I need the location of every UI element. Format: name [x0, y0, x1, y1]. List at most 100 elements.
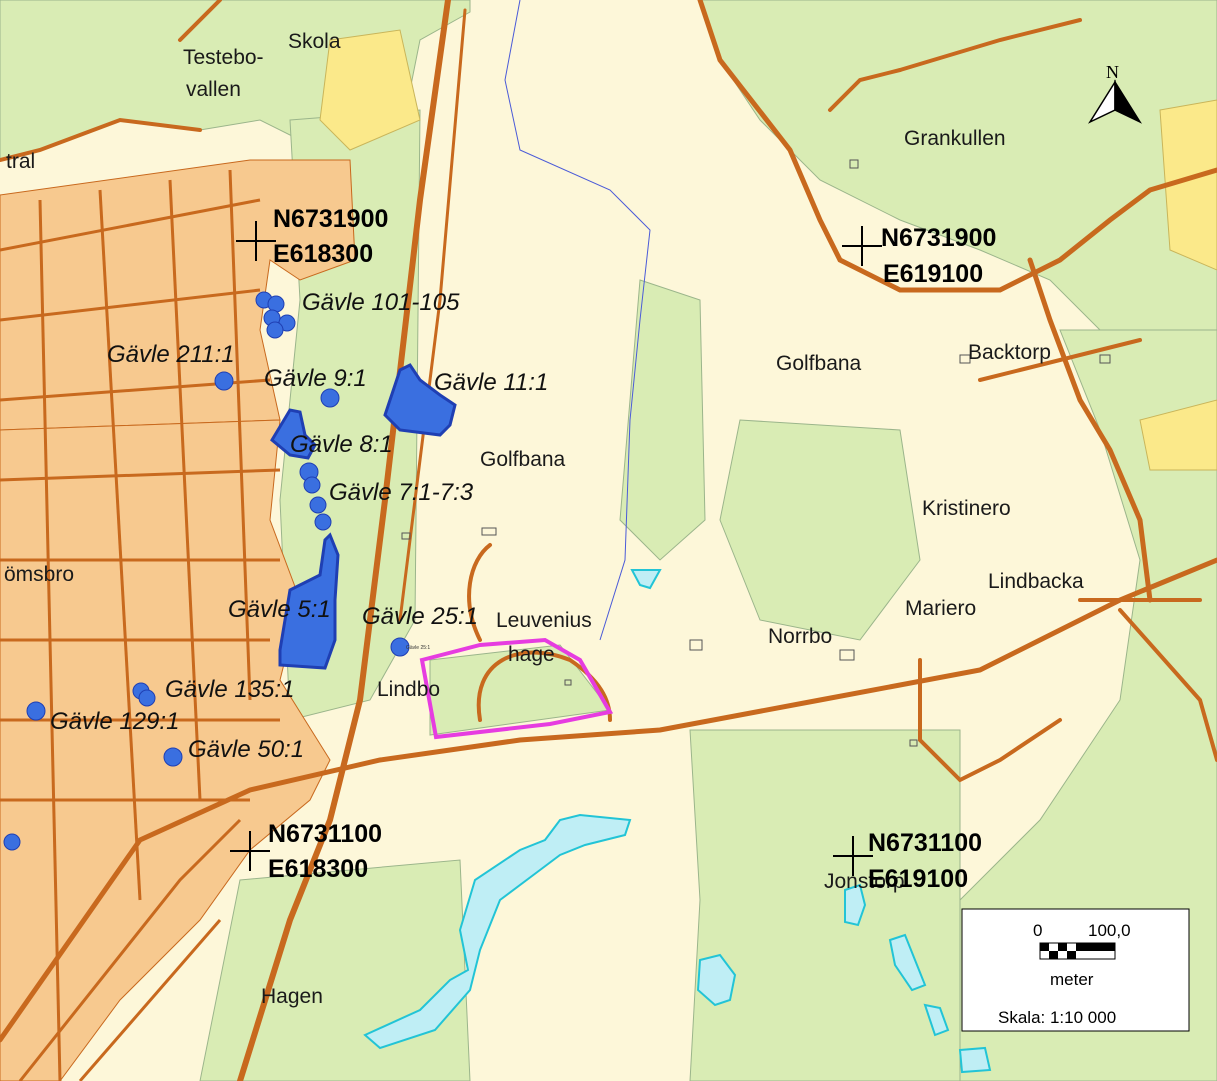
pond-east-2	[923, 1003, 950, 1037]
coordinate-cross-sw	[230, 831, 270, 871]
road-east-west	[0, 557, 1217, 1043]
building	[959, 354, 971, 364]
place-label-golfbana-mid: Golfbana	[480, 448, 566, 471]
site-label-g211: Gävle 211:1	[107, 341, 235, 368]
buildings	[401, 159, 1111, 747]
place-label-lindbo: Lindbo	[377, 678, 440, 701]
road-hage-arc	[476, 650, 612, 722]
scale-bar-ratio: Skala: 1:10 000	[998, 1008, 1116, 1027]
place-label-tral: tral	[6, 150, 35, 173]
pond-east-3	[958, 1046, 992, 1074]
scale-bar: 0 100,0 meter Skala: 1:10 000	[961, 908, 1190, 1032]
building	[481, 527, 497, 536]
urban-block-main	[0, 419, 331, 1081]
north-arrow-label: N	[1106, 62, 1119, 82]
street-v4	[228, 169, 252, 701]
pond-jonstorp	[844, 883, 867, 927]
place-label-omsbro: ömsbro	[4, 563, 74, 586]
place-labels: Skola Testebo- vallen tral Grankullen Go…	[4, 30, 1084, 1008]
place-label-skola: Skola	[288, 30, 341, 53]
site-points	[3, 291, 410, 851]
site-label-g7: Gävle 7:1-7:3	[329, 479, 474, 506]
coordinate-n-sw: N6731100	[268, 820, 382, 848]
street-diag-1	[18, 818, 242, 1081]
site-label-g101: Gävle 101-105	[302, 289, 460, 316]
place-label-grankullen: Grankullen	[904, 127, 1006, 150]
forest-south-west	[199, 859, 471, 1081]
road-hage-spur	[467, 543, 492, 642]
building	[839, 649, 855, 661]
scale-bar-zero: 0	[1033, 921, 1042, 940]
road-jonstorp	[1118, 608, 1217, 762]
street-v3	[168, 179, 202, 801]
road-main-2	[398, 8, 467, 622]
pond-golf	[630, 569, 662, 590]
open-patch-east	[1159, 99, 1217, 271]
place-label-jonstorp: Jonstorp	[824, 870, 905, 893]
road-east-loop	[1027, 257, 1153, 603]
site-label-g135: Gävle 135:1	[165, 676, 294, 703]
pond-east-1	[888, 933, 927, 992]
building	[849, 159, 859, 169]
coordinate-markers: N6731900 E618300 N6731900 E619100 N67311…	[230, 205, 996, 893]
urban-streets	[0, 169, 281, 1081]
site-polygon-5	[278, 532, 340, 670]
place-label-norrbo: Norrbo	[768, 625, 832, 648]
site-polygon-8	[270, 408, 317, 460]
coordinate-e-se: E619100	[868, 865, 968, 893]
north-arrow-icon: N	[1087, 62, 1143, 124]
scale-bar-box	[961, 908, 1190, 1032]
scale-bar-max: 100,0	[1088, 921, 1131, 940]
coordinate-n-ne: N6731900	[881, 224, 996, 252]
coordinate-n-nw: N6731900	[273, 205, 388, 233]
place-label-leuvenius: Leuvenius	[496, 609, 592, 632]
site-polygon-11	[383, 363, 457, 437]
scale-bar-unit: meter	[1050, 970, 1094, 989]
scale-bar-graphic	[1039, 942, 1116, 960]
site-point	[163, 747, 183, 767]
building	[1099, 354, 1111, 364]
site-label-g8: Gävle 8:1	[290, 431, 393, 458]
site-label-g25: Gävle 25:1	[362, 603, 478, 630]
site-label-g11: Gävle 11:1	[434, 369, 548, 396]
open-patch-east-2	[1139, 399, 1217, 471]
site-polygons	[270, 363, 457, 670]
tiny-site-tag: Gävle 25:1	[406, 645, 430, 651]
place-label-testebo: Testebo-	[183, 46, 264, 69]
site-point	[309, 496, 327, 514]
road-granspur	[828, 68, 902, 112]
site-label-g129: Gävle 129:1	[50, 708, 179, 735]
road-main-north-south	[237, 0, 451, 1081]
pond-middle	[696, 953, 737, 1007]
building	[401, 532, 411, 540]
forest-east	[959, 329, 1217, 1081]
road-north-east-spur	[898, 18, 1082, 72]
street-v2	[98, 189, 142, 901]
coordinate-cross-nw	[236, 221, 276, 261]
place-label-golfbana-east: Golfbana	[776, 352, 862, 375]
building	[909, 739, 918, 747]
road-north-arc	[697, 0, 1217, 293]
place-label-hage: hage	[508, 643, 555, 666]
coordinate-e-ne: E619100	[883, 260, 983, 288]
forest-patch-golf	[719, 419, 921, 641]
site-label-g5: Gävle 5:1	[228, 596, 331, 623]
site-label-g9: Gävle 9:1	[264, 365, 367, 392]
open-patches	[319, 29, 1217, 471]
urban-area	[0, 159, 356, 1081]
site-point	[3, 833, 21, 851]
place-label-hagen: Hagen	[261, 985, 323, 1008]
forest-south-middle	[689, 729, 961, 1081]
coordinate-e-sw: E618300	[268, 855, 368, 883]
site-point	[26, 701, 46, 721]
building	[564, 679, 572, 686]
building	[689, 639, 703, 651]
forest-north-east	[699, 0, 1217, 331]
site-point	[266, 321, 284, 339]
place-label-kristinero: Kristinero	[922, 497, 1011, 520]
site-point	[314, 513, 332, 531]
place-label-backtorp: Backtorp	[968, 341, 1051, 364]
forest-golf-strip	[619, 279, 706, 561]
road-backtorp	[978, 338, 1142, 382]
